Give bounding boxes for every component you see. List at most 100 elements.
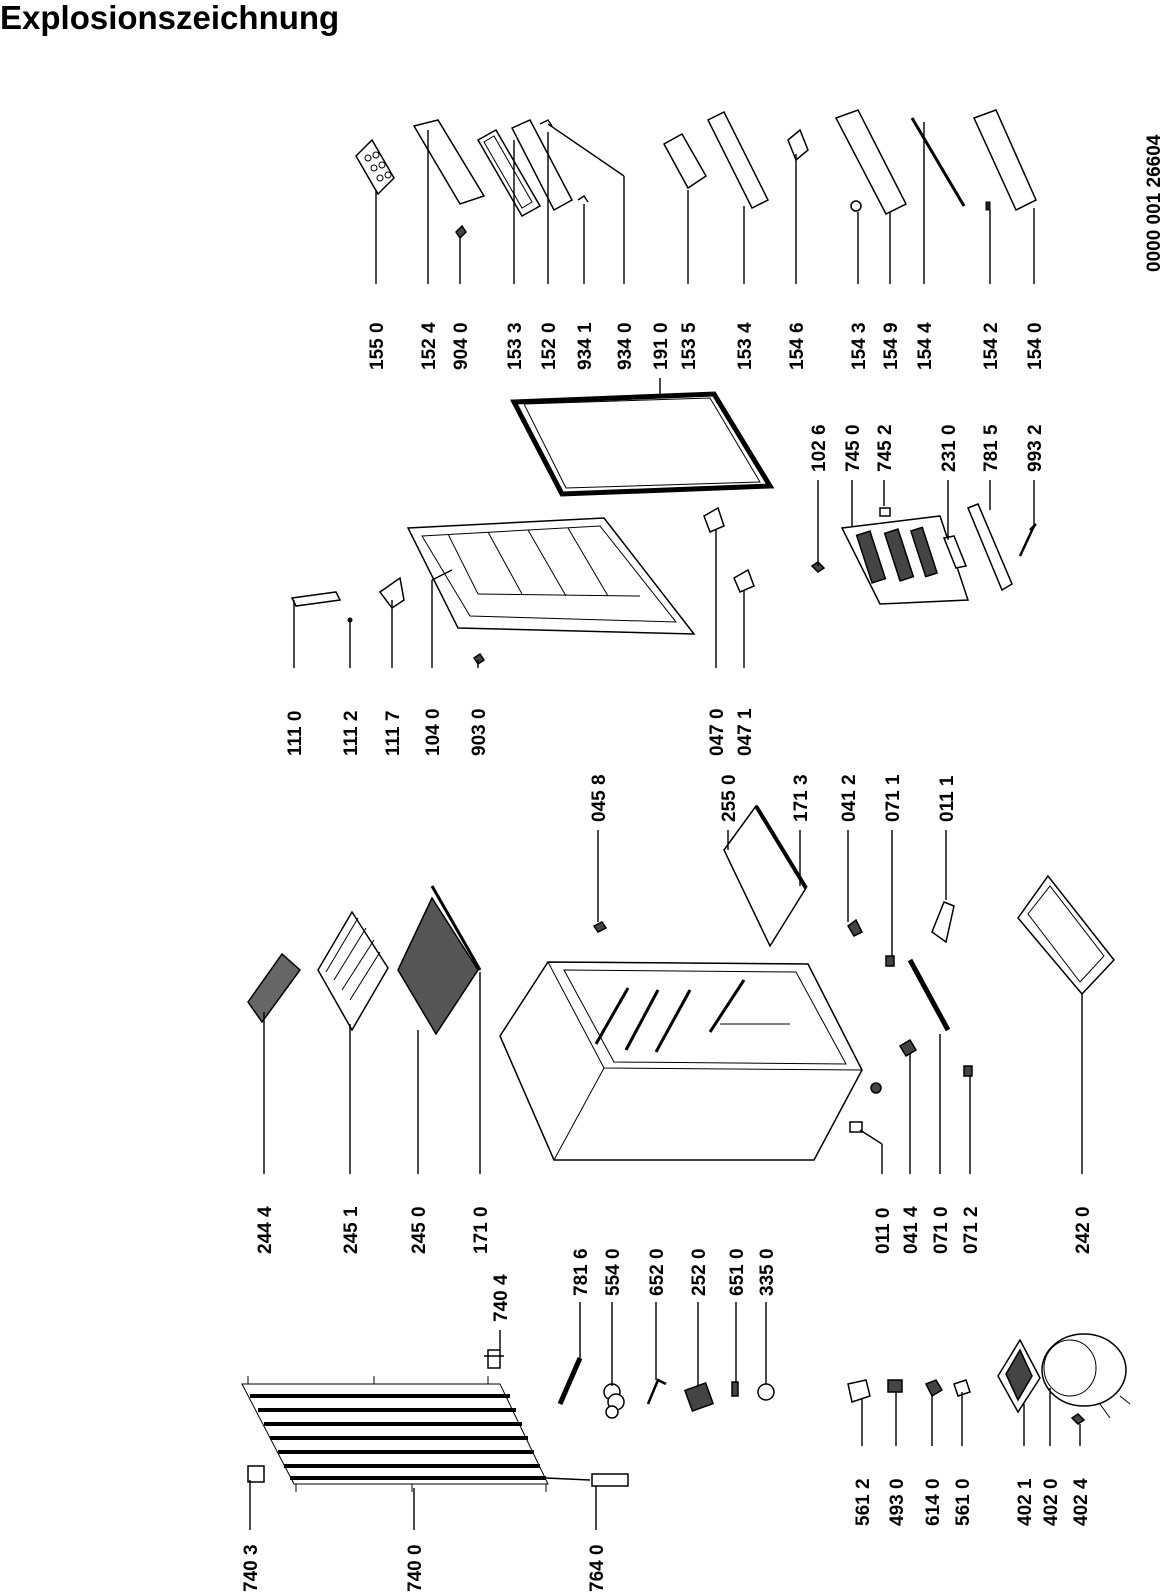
door-rail-drawing xyxy=(706,110,770,210)
label-255-0: 255 0 xyxy=(719,774,740,822)
label-071-2: 071 2 xyxy=(961,1206,982,1254)
label-993-2: 993 2 xyxy=(1025,424,1046,472)
label-071-0: 071 0 xyxy=(931,1206,952,1254)
knob-651-0-drawing xyxy=(731,1381,739,1397)
label-171-3: 171 3 xyxy=(791,774,812,822)
label-740-3: 740 3 xyxy=(241,1544,262,1592)
clip-493-0-drawing xyxy=(887,1379,903,1393)
label-011-1: 011 1 xyxy=(937,775,958,822)
part-614-0-drawing xyxy=(924,1379,944,1398)
label-104-0: 104 0 xyxy=(423,708,444,756)
label-111-7: 111 7 xyxy=(383,711,404,756)
label-244-4: 244 4 xyxy=(255,1206,276,1254)
cord-781-6-drawing xyxy=(557,1357,583,1405)
label-191-0: 191 0 xyxy=(651,322,672,370)
part-drawings xyxy=(241,109,1131,1492)
label-740-4: 740 4 xyxy=(491,1274,512,1322)
door-panel-drawing xyxy=(406,517,696,635)
rail-071-0-drawing xyxy=(907,958,951,1032)
fixing-740-4-drawing xyxy=(484,1349,504,1369)
label-745-0: 745 0 xyxy=(843,424,864,472)
label-335-0: 335 0 xyxy=(757,1248,778,1296)
label-745-2: 745 2 xyxy=(875,424,896,472)
label-554-0: 554 0 xyxy=(603,1248,624,1296)
label-041-4: 041 4 xyxy=(901,1206,922,1254)
label-045-8: 045 8 xyxy=(589,774,610,822)
hinge-047-0-drawing xyxy=(703,506,725,533)
label-781-5: 781 5 xyxy=(981,424,1002,472)
label-614-0: 614 0 xyxy=(923,1478,944,1526)
label-154-4: 154 4 xyxy=(915,322,936,370)
cover-111-7-drawing xyxy=(378,576,405,610)
label-561-2: 561 2 xyxy=(853,1478,874,1526)
bracket-011-1-drawing xyxy=(931,901,955,944)
label-102-6: 102 6 xyxy=(809,424,830,472)
label-245-0: 245 0 xyxy=(409,1206,430,1254)
label-041-2: 041 2 xyxy=(839,774,860,822)
switch-drawing xyxy=(942,535,968,569)
bracket-561-2-drawing xyxy=(847,1379,871,1403)
lower-rail-drawing xyxy=(972,109,1037,212)
knob-335-0-drawing xyxy=(757,1383,775,1401)
label-154-0: 154 0 xyxy=(1025,322,1046,370)
crisper-cover-drawing xyxy=(723,804,808,948)
shelf-trim-drawing xyxy=(430,885,482,971)
label-drawing xyxy=(879,507,891,517)
label-903-0: 903 0 xyxy=(469,708,490,756)
hinge-bracket-drawing xyxy=(787,128,809,162)
label-153-4: 153 4 xyxy=(735,322,756,370)
document-number: 0000 001 26604 xyxy=(1144,134,1165,272)
knob-drawing xyxy=(850,200,862,212)
label-764-0: 764 0 xyxy=(587,1544,608,1592)
label-111-0: 111 0 xyxy=(285,711,306,756)
door-rack-drawing xyxy=(476,128,542,218)
drier-764-0-drawing xyxy=(591,1473,629,1487)
support-041-4-drawing xyxy=(898,1038,918,1058)
thermostat-252-0-drawing xyxy=(683,1381,715,1413)
butter-box-drawing xyxy=(662,132,707,190)
label-152-0: 152 0 xyxy=(539,322,560,370)
wire-652-0-drawing xyxy=(646,1378,667,1405)
upper-rail-drawing xyxy=(834,109,908,216)
pin-drawing xyxy=(985,201,991,211)
strip-drawing xyxy=(967,503,1013,592)
foot-drawing xyxy=(870,1082,882,1094)
wire-shelf-drawing xyxy=(317,910,389,1032)
label-252-0: 252 0 xyxy=(689,1248,710,1296)
leveling-foot-drawing xyxy=(849,1121,863,1133)
label-652-0: 652 0 xyxy=(647,1248,668,1296)
bottle-rack-drawing xyxy=(510,119,574,212)
relay-554-0-drawing xyxy=(603,1383,625,1419)
label-781-6: 781 6 xyxy=(571,1248,592,1296)
label-155-0: 155 0 xyxy=(367,322,388,370)
label-152-4: 152 4 xyxy=(419,322,440,370)
label-011-0: 011 0 xyxy=(873,1208,894,1255)
grommet-402-4-drawing xyxy=(1070,1413,1086,1425)
label-153-5: 153 5 xyxy=(679,322,700,370)
label-154-3: 154 3 xyxy=(849,322,870,370)
label-934-0: 934 0 xyxy=(615,322,636,370)
glass-shelf-drawing xyxy=(412,119,486,205)
screw-045-8-drawing xyxy=(592,921,608,933)
sensor-drawing xyxy=(1018,523,1037,557)
rod-drawing xyxy=(910,117,966,207)
label-154-6: 154 6 xyxy=(787,322,808,370)
clip-903-drawing xyxy=(472,652,486,666)
support-041-2-drawing xyxy=(847,918,864,937)
label-402-0: 402 0 xyxy=(1041,1478,1062,1526)
cap-071-1-drawing xyxy=(885,955,895,967)
label-242-0: 242 0 xyxy=(1073,1206,1094,1254)
label-231-0: 231 0 xyxy=(939,424,960,472)
label-493-0: 493 0 xyxy=(887,1478,908,1526)
label-904-0: 904 0 xyxy=(451,322,472,370)
small-shelf-drawing xyxy=(247,952,302,1024)
label-171-0: 171 0 xyxy=(471,1206,492,1254)
label-740-0: 740 0 xyxy=(405,1544,426,1592)
label-402-4: 402 4 xyxy=(1071,1478,1092,1526)
handle-drawing xyxy=(290,591,342,607)
door-gasket-drawing xyxy=(509,391,775,497)
label-402-1: 402 1 xyxy=(1015,1478,1036,1526)
page-title: Explosionszeichnung xyxy=(0,0,340,36)
label-047-1: 047 1 xyxy=(735,708,756,756)
